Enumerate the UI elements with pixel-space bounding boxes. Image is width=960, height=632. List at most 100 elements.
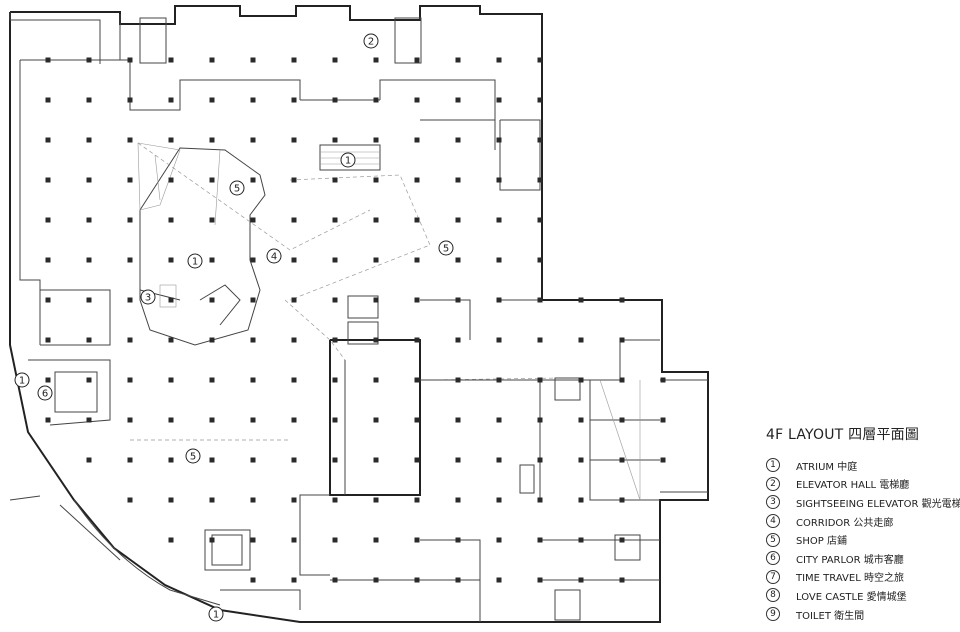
structural-column <box>127 457 133 463</box>
structural-column <box>373 417 379 423</box>
structural-column <box>455 177 461 183</box>
structural-column <box>414 457 420 463</box>
legend-label: LOVE CASTLE 愛情城堡 <box>796 591 907 603</box>
svg-text:1: 1 <box>19 376 25 387</box>
structural-column <box>496 377 502 383</box>
legend-number: 2 <box>766 476 780 491</box>
structural-column <box>209 137 215 143</box>
structural-column <box>250 297 256 303</box>
structural-column <box>455 97 461 103</box>
structural-column <box>168 417 174 423</box>
svg-text:4: 4 <box>271 252 277 263</box>
plan-markers: 1 1 1 1 2 3 4 5 5 5 6 <box>14 33 454 622</box>
structural-column <box>578 497 584 503</box>
marker-corridor: 4 <box>266 248 282 264</box>
structural-column <box>250 97 256 103</box>
legend-number: 8 <box>766 588 780 603</box>
structural-column <box>455 57 461 63</box>
structural-column <box>373 497 379 503</box>
structural-column <box>168 337 174 343</box>
structural-column <box>660 377 666 383</box>
structural-column <box>373 217 379 223</box>
structural-column <box>127 177 133 183</box>
structural-column <box>291 177 297 183</box>
structural-column <box>45 257 51 263</box>
structural-column <box>168 497 174 503</box>
structural-column <box>414 337 420 343</box>
structural-column <box>250 57 256 63</box>
marker-sightseeing-elevator: 3 <box>140 289 156 305</box>
legend-item: 8 LOVE CASTLE 愛情城堡 <box>766 586 956 605</box>
structural-column <box>168 97 174 103</box>
structural-column <box>291 417 297 423</box>
structural-column <box>250 497 256 503</box>
structural-column <box>332 377 338 383</box>
structural-column <box>291 457 297 463</box>
structural-column <box>619 297 625 303</box>
structural-column <box>414 577 420 583</box>
structural-column <box>86 97 92 103</box>
marker-atrium: 1 <box>208 606 224 622</box>
structural-column <box>373 57 379 63</box>
structural-column <box>660 417 666 423</box>
legend-label: TOILET 衛生間 <box>796 610 865 622</box>
structural-column <box>578 577 584 583</box>
structural-column <box>291 377 297 383</box>
structural-column <box>496 297 502 303</box>
structural-column <box>45 137 51 143</box>
structural-column <box>578 417 584 423</box>
structural-column <box>291 57 297 63</box>
structural-column <box>250 137 256 143</box>
legend-number: 3 <box>766 495 780 510</box>
structural-column <box>455 497 461 503</box>
structural-column <box>537 137 543 143</box>
structural-column <box>537 257 543 263</box>
marker-shop: 5 <box>229 180 245 196</box>
structural-column <box>537 497 543 503</box>
structural-column <box>496 337 502 343</box>
structural-column <box>45 57 51 63</box>
structural-column <box>414 497 420 503</box>
structural-column <box>332 417 338 423</box>
structural-column <box>291 497 297 503</box>
svg-text:5: 5 <box>443 244 449 255</box>
structural-column <box>537 537 543 543</box>
structural-column <box>250 417 256 423</box>
structural-column <box>209 377 215 383</box>
structural-column <box>455 297 461 303</box>
structural-column <box>537 417 543 423</box>
structural-column <box>619 457 625 463</box>
structural-column <box>168 537 174 543</box>
structural-column <box>168 297 174 303</box>
svg-text:2: 2 <box>368 37 374 48</box>
structural-column <box>455 377 461 383</box>
structural-column <box>168 137 174 143</box>
structural-column <box>496 577 502 583</box>
structural-column <box>537 217 543 223</box>
structural-column <box>619 377 625 383</box>
structural-column <box>496 57 502 63</box>
structural-column <box>537 337 543 343</box>
structural-column <box>86 217 92 223</box>
structural-column <box>332 97 338 103</box>
structural-column <box>250 177 256 183</box>
structural-column <box>168 377 174 383</box>
structural-column <box>455 337 461 343</box>
structural-column <box>209 537 215 543</box>
structural-column <box>250 257 256 263</box>
legend-label: SHOP 店鋪 <box>796 536 847 548</box>
legend-number: 6 <box>766 551 780 566</box>
structural-column <box>619 337 625 343</box>
structural-column <box>45 337 51 343</box>
structural-column <box>127 97 133 103</box>
structural-column <box>537 297 543 303</box>
svg-text:1: 1 <box>345 156 351 167</box>
svg-text:5: 5 <box>190 452 196 463</box>
structural-column <box>127 217 133 223</box>
